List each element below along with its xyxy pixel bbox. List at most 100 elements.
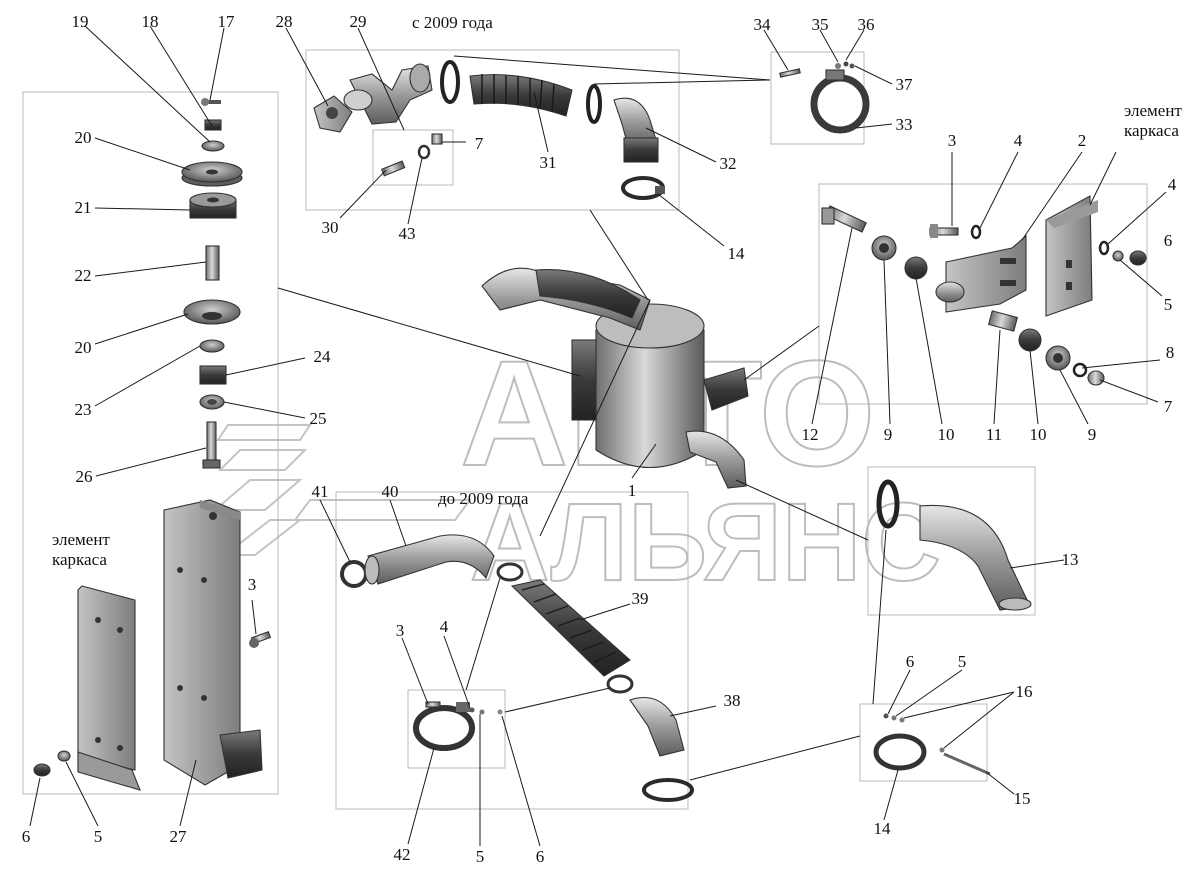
watermark-logo-stripes (212, 424, 472, 556)
callout-21: 21 (75, 198, 92, 217)
small-parts-4-5-6-lower (469, 707, 503, 715)
flex-hose-39 (510, 579, 631, 677)
nut-37 (849, 63, 855, 69)
callout-14-bottom: 14 (874, 819, 892, 838)
bolt-17 (201, 98, 221, 106)
callout-1: 1 (628, 481, 637, 500)
box-before-2009 (335, 491, 689, 810)
callout-43: 43 (399, 224, 416, 243)
callout-40: 40 (382, 482, 399, 501)
callout-39: 39 (632, 589, 649, 608)
callout-25: 25 (310, 409, 327, 428)
clamp-33 (810, 69, 870, 134)
washer-5-left (57, 750, 71, 762)
callout-6-right: 6 (1164, 231, 1173, 250)
frame-element-right (1045, 195, 1098, 317)
callout-26: 26 (76, 467, 93, 486)
nut-7-small (431, 133, 443, 145)
nut-6-right (1129, 250, 1147, 266)
callout-34: 34 (754, 15, 772, 34)
bolt-12 (821, 205, 867, 233)
bushing-10-b (1018, 328, 1042, 352)
callout-4-right-a: 4 (1014, 131, 1023, 150)
callout-3-right: 3 (948, 131, 957, 150)
callout-42: 42 (394, 845, 411, 864)
box-bracket-set (818, 183, 1148, 405)
bolt-34 (779, 68, 801, 78)
frame-element-right-line2: каркаса (1124, 121, 1179, 140)
leader-lines (29, 25, 1167, 847)
washer-23 (199, 339, 225, 353)
callout-36: 36 (858, 15, 875, 34)
callout-6-lower-right: 6 (906, 652, 915, 671)
callout-6-lower: 6 (536, 847, 545, 866)
callout-13: 13 (1062, 550, 1079, 569)
muffler-1 (481, 267, 749, 489)
callout-16: 16 (1016, 682, 1033, 701)
callout-24: 24 (314, 347, 332, 366)
callout-23: 23 (75, 400, 92, 419)
callout-10-b: 10 (1030, 425, 1047, 444)
callout-22: 22 (75, 266, 92, 285)
bolt-3-left (249, 631, 272, 648)
callout-6-left: 6 (22, 827, 31, 846)
callout-14-top: 14 (728, 244, 746, 263)
callout-29: 29 (350, 12, 367, 31)
bolt-3-right (929, 224, 959, 238)
bolt-15 (943, 752, 991, 776)
callout-19: 19 (72, 12, 89, 31)
callout-33: 33 (896, 115, 913, 134)
callout-31: 31 (540, 153, 557, 172)
clamp-14-lower (642, 778, 694, 802)
callout-37: 37 (896, 75, 914, 94)
bolt-26 (202, 421, 221, 469)
callout-41: 41 (312, 482, 329, 501)
bushing-24 (199, 365, 227, 385)
callout-2: 2 (1078, 131, 1087, 150)
callout-30: 30 (322, 218, 339, 237)
callout-17: 17 (218, 12, 236, 31)
washer-19 (201, 140, 225, 152)
frame-element-left (77, 585, 141, 791)
sleeve-22 (205, 245, 220, 281)
clamp-ring-39-bottom (606, 674, 634, 694)
pipe-13 (919, 504, 1032, 611)
callout-27: 27 (170, 827, 188, 846)
box-bolt-set-30 (372, 129, 454, 186)
callout-labels: 19 18 17 20 21 22 20 23 24 25 26 27 6 5 … (22, 12, 1177, 866)
rubber-bushing-21 (189, 192, 237, 219)
bracket-2 (935, 234, 1027, 313)
heading-before-2009: до 2009 года (438, 489, 529, 508)
callout-10-a: 10 (938, 425, 955, 444)
clamp-42 (413, 702, 475, 751)
callout-35: 35 (812, 15, 829, 34)
sleeve-11 (987, 310, 1019, 332)
frame-element-left-line2: каркаса (52, 550, 107, 569)
nut-6-left (33, 763, 51, 777)
callout-7-right: 7 (1164, 397, 1173, 416)
callout-3-left: 3 (248, 575, 257, 594)
callout-5-lower-right: 5 (958, 652, 967, 671)
callout-5-left: 5 (94, 827, 103, 846)
washer-9-b (1045, 345, 1071, 371)
heading-since-2009: с 2009 года (412, 13, 493, 32)
box-pipe-13 (867, 466, 1036, 616)
washer-9-a (871, 235, 897, 261)
washer-8 (1072, 362, 1088, 378)
box-mount-assembly (22, 91, 279, 795)
rubber-pad-20-top (181, 161, 243, 187)
small-parts-5-6-16 (883, 713, 945, 753)
callout-38: 38 (724, 691, 741, 710)
callout-7-small: 7 (475, 134, 484, 153)
callout-5-lower: 5 (476, 847, 485, 866)
callout-5-right: 5 (1164, 295, 1173, 314)
washer-5-right (1112, 250, 1124, 262)
clamp-ring-left (440, 60, 460, 104)
clamp-41 (340, 560, 368, 588)
flex-hose-31 (469, 74, 573, 117)
frame-element-left-line1: элемент (52, 530, 110, 549)
clamp-14-top (621, 176, 665, 200)
elbow-32 (613, 97, 659, 163)
callout-9-b: 9 (1088, 425, 1097, 444)
